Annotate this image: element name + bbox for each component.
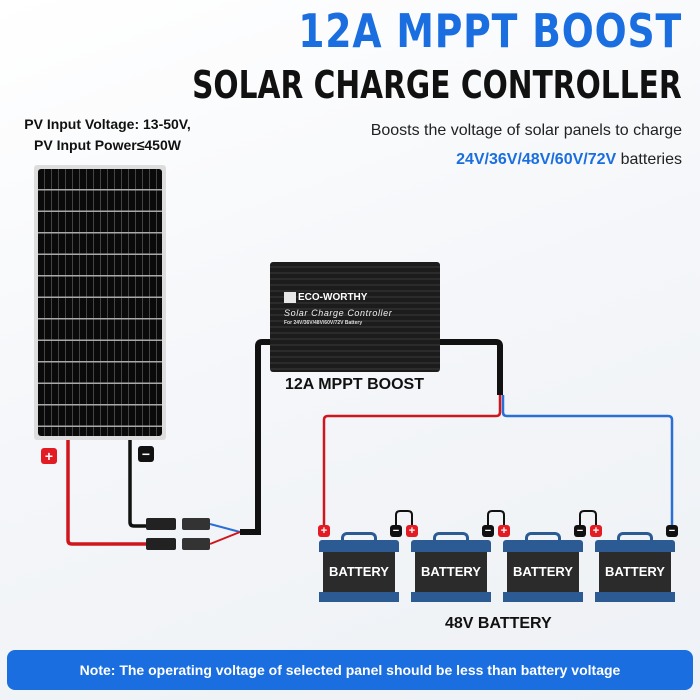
page-title: 12A MPPT BOOST	[298, 4, 682, 58]
note-banner: Note: The operating voltage of selected …	[7, 650, 693, 690]
charge-controller-icon: ECO-WORTHY Solar Charge Controller For 2…	[270, 262, 440, 372]
pv-input-power: PV Input Power≤450W	[34, 137, 181, 153]
controller-brand: ECO-WORTHY	[284, 292, 367, 303]
controller-battery-compat: For 24V/36V/48V/60V/72V Battery	[284, 320, 363, 326]
controller-label: 12A MPPT BOOST	[285, 376, 424, 393]
solar-panel-icon	[34, 165, 166, 440]
battery-2-positive-icon: +	[406, 525, 418, 537]
controller-product-name: Solar Charge Controller	[284, 308, 393, 318]
battery-3: BATTERY	[503, 532, 583, 604]
battery-3-positive-icon: +	[498, 525, 510, 537]
battery-4-negative-icon: −	[666, 525, 678, 537]
brand-logo-icon	[284, 292, 296, 303]
battery-label: BATTERY	[415, 552, 487, 592]
page-subtitle: SOLAR CHARGE CONTROLLER	[192, 63, 682, 107]
battery-3-negative-icon: −	[574, 525, 586, 537]
battery-label: BATTERY	[599, 552, 671, 592]
battery-label: BATTERY	[323, 552, 395, 592]
battery-1-negative-icon: −	[390, 525, 402, 537]
battery-4: BATTERY	[595, 532, 675, 604]
battery-bank-label: 48V BATTERY	[445, 615, 552, 632]
description-line-1: Boosts the voltage of solar panels to ch…	[370, 122, 682, 139]
battery-2-negative-icon: −	[482, 525, 494, 537]
pv-input-voltage: PV Input Voltage: 13-50V,	[24, 116, 191, 132]
battery-label: BATTERY	[507, 552, 579, 592]
description-line-2: 24V/36V/48V/60V/72V batteries	[456, 151, 682, 169]
battery-2: BATTERY	[411, 532, 491, 604]
battery-1-positive-icon: +	[318, 525, 330, 537]
pv-positive-icon: +	[41, 448, 57, 464]
battery-4-positive-icon: +	[590, 525, 602, 537]
voltage-list: 24V/36V/48V/60V/72V	[456, 151, 617, 168]
pv-negative-icon: −	[138, 446, 154, 462]
battery-1: BATTERY	[319, 532, 399, 604]
voltage-suffix: batteries	[616, 151, 682, 168]
pv-specs: PV Input Voltage: 13-50V, PV Input Power…	[0, 114, 215, 156]
